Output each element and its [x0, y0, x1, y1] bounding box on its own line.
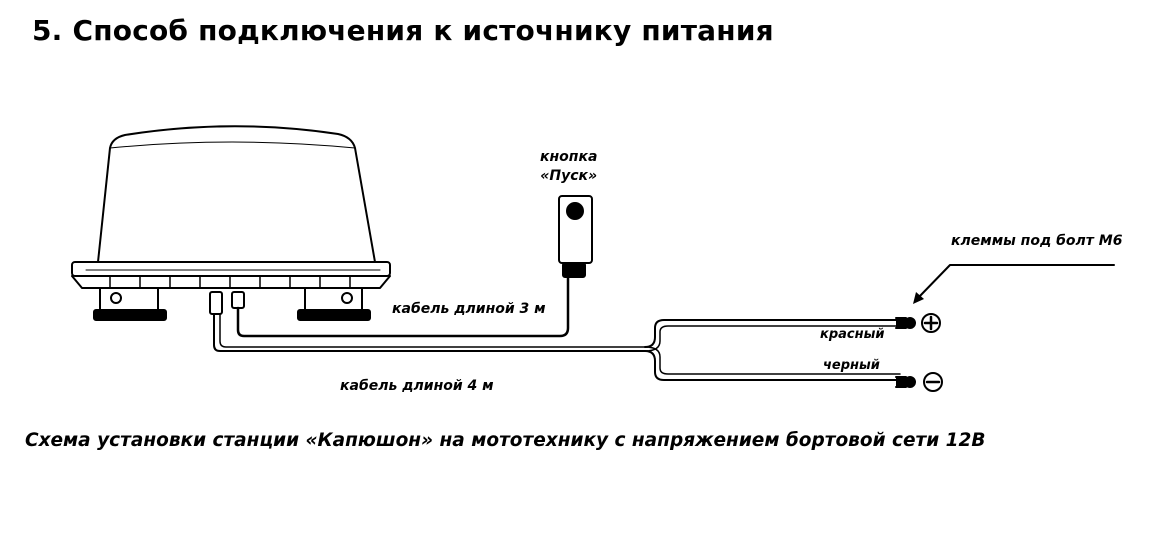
- terminal-red: [895, 317, 916, 329]
- red-wire-label: красный: [820, 327, 885, 342]
- page-title: 5. Способ подключения к источнику питани…: [32, 14, 774, 47]
- terminals-arrowhead: [913, 292, 924, 304]
- cable-3m-label: кабель длиной 3 м: [392, 301, 546, 317]
- start-button-label: кнопка «Пуск»: [540, 148, 597, 186]
- cable-3m: [236, 276, 570, 338]
- station-base: [71, 261, 391, 277]
- station-unit: [71, 125, 391, 321]
- start-button: [558, 195, 593, 278]
- terminals-leader: [917, 264, 1115, 299]
- black-wire-label: черный: [823, 358, 880, 373]
- left-bracket: [99, 287, 159, 311]
- right-bracket: [304, 287, 363, 311]
- start-button-label-line2: «Пуск»: [540, 168, 598, 184]
- cable-connector-b: [231, 291, 245, 309]
- plus-symbol: [921, 313, 941, 333]
- diagram-caption: Схема установки станции «Капюшон» на мот…: [25, 430, 986, 451]
- cable-connector-a: [209, 291, 223, 315]
- minus-symbol: [923, 372, 943, 392]
- cable-4m-label: кабель длиной 4 м: [340, 378, 494, 394]
- station-dome: [97, 125, 376, 263]
- start-button-label-line1: кнопка: [540, 149, 598, 165]
- cable-4m: [213, 313, 901, 381]
- terminals-label: клеммы под болт М6: [951, 233, 1123, 249]
- terminal-black: [895, 376, 916, 388]
